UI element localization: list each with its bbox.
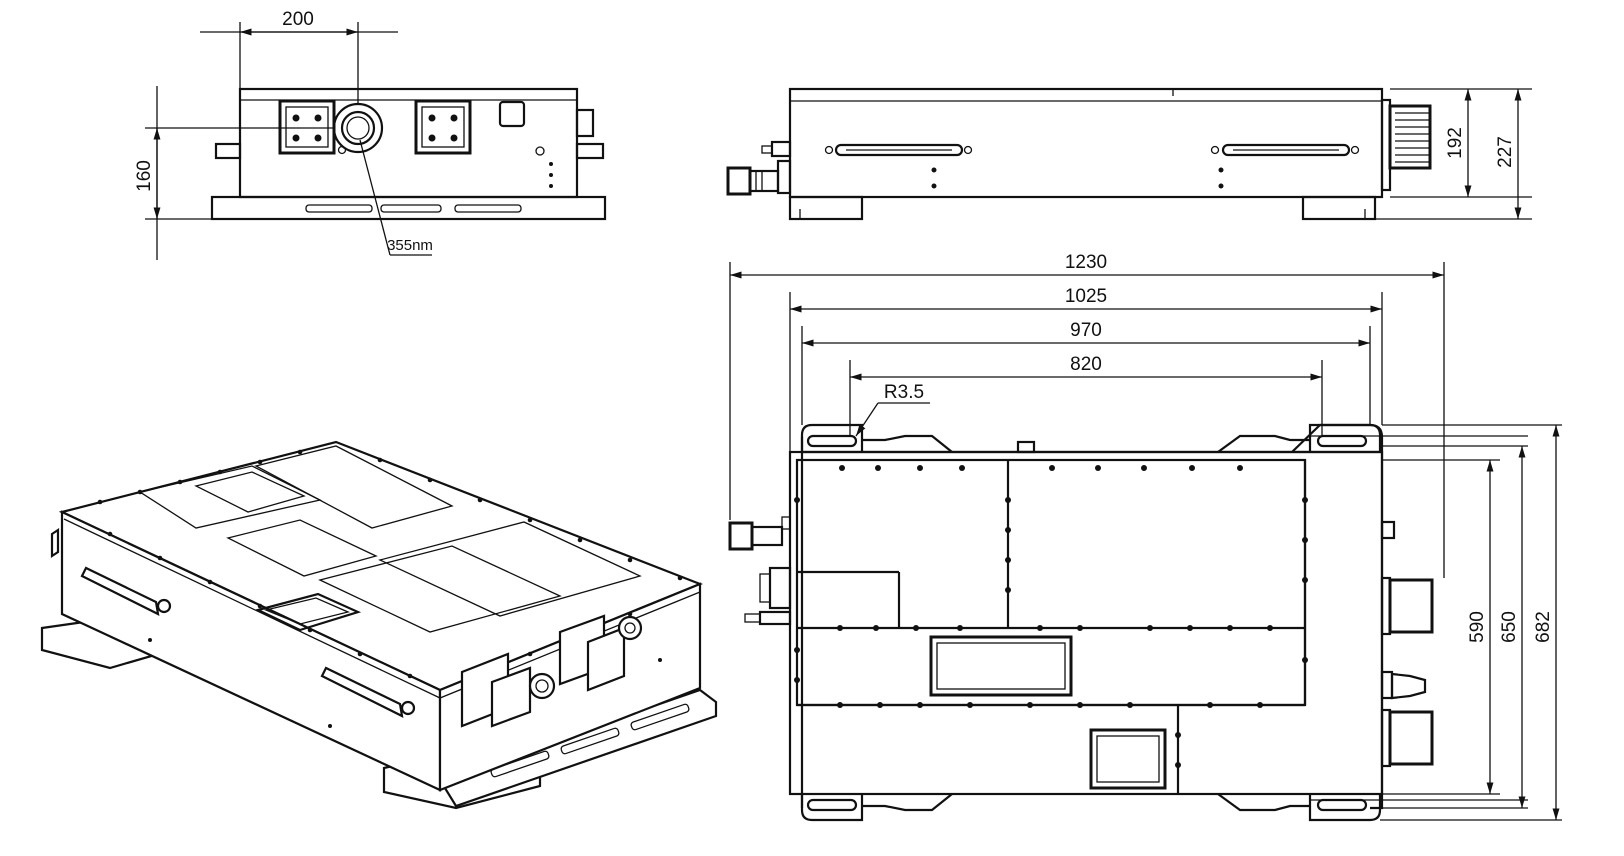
front-body	[238, 87, 579, 199]
isometric-view	[40, 440, 718, 810]
side-view: 192 227	[726, 87, 1532, 221]
front-view: 200 160 355nm	[134, 9, 607, 260]
dim-side-height-outer: 227	[1495, 136, 1516, 168]
dim-top-radius: R3.5	[884, 382, 924, 403]
side-body	[788, 87, 1384, 199]
dim-top-overall-length: 1230	[1065, 252, 1107, 273]
dim-top-body-length: 1025	[1065, 286, 1107, 307]
top-connector-upper	[1388, 578, 1434, 634]
side-handle-right	[1221, 143, 1351, 157]
iso-handle-left	[80, 566, 160, 616]
side-connector-right	[1388, 104, 1432, 170]
dim-front-height: 160	[134, 160, 155, 192]
connector-block-right	[414, 99, 472, 155]
dim-top-foot-span: 970	[1070, 320, 1102, 341]
dim-top-depth-body: 650	[1499, 611, 1520, 643]
top-window-left	[929, 635, 1073, 697]
side-foot-left	[788, 195, 864, 221]
dim-top-hole-span: 820	[1070, 354, 1102, 375]
connector-block-left	[278, 99, 336, 155]
dim-side-height-inner: 192	[1445, 127, 1466, 159]
top-connector-lower	[1388, 710, 1434, 766]
side-foot-right	[1301, 195, 1377, 221]
top-view: 1230 1025 970 820 R3.5 590 650 682	[728, 252, 1562, 822]
top-window-right	[1089, 728, 1167, 790]
side-handle-left	[834, 143, 964, 157]
top-plate	[788, 450, 1384, 796]
side-fitting	[726, 166, 752, 196]
aperture-wavelength-note: 355nm	[387, 237, 433, 254]
dim-top-depth-inner: 590	[1467, 611, 1488, 643]
iso-handle-right	[320, 666, 404, 718]
dim-front-width: 200	[282, 9, 314, 30]
front-base-plate	[210, 195, 607, 221]
dim-top-depth-overall: 682	[1533, 611, 1554, 643]
